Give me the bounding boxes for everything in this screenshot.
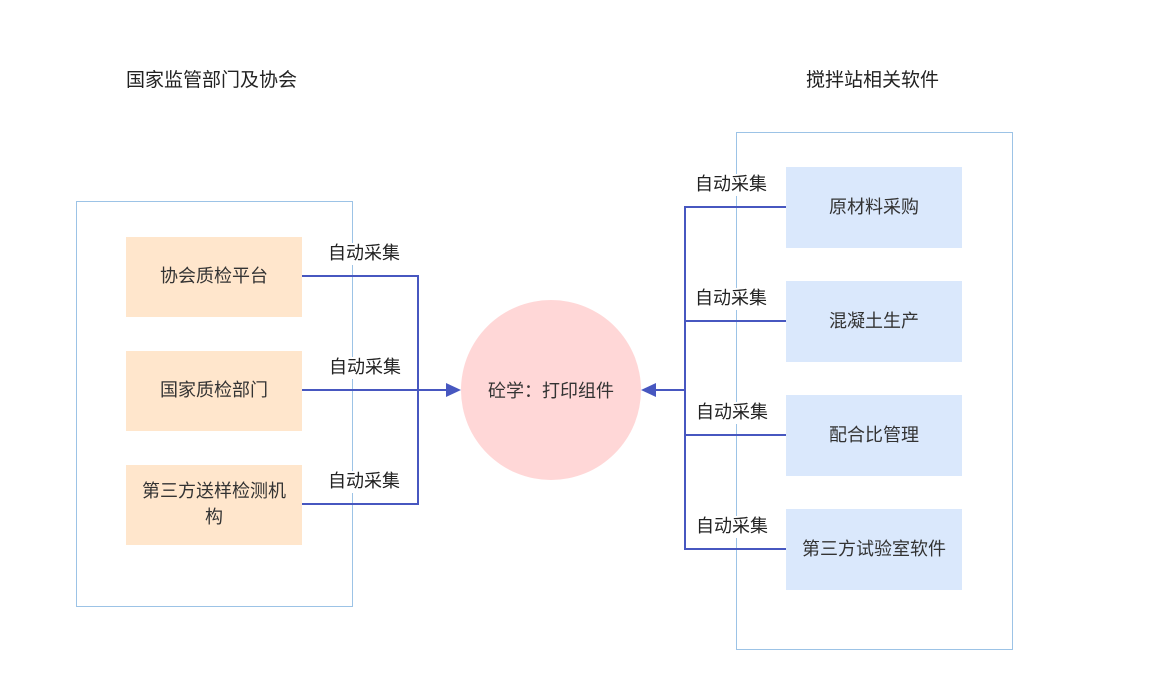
right-node-mix-management: 配合比管理 — [786, 395, 962, 476]
arrowhead-left — [446, 383, 461, 397]
edge-label-left-2: 自动采集 — [329, 357, 401, 379]
left-group-frame — [76, 201, 353, 607]
edge-label-right-3: 自动采集 — [696, 402, 768, 424]
edge-label-right-4: 自动采集 — [696, 516, 768, 538]
left-node-association-platform: 协会质检平台 — [126, 237, 302, 317]
connector-right-4 — [684, 390, 786, 550]
connector-left-1 — [302, 275, 419, 390]
edge-label-left-3: 自动采集 — [328, 471, 400, 493]
right-group-frame — [736, 132, 1013, 650]
connector-left-3 — [302, 390, 419, 505]
right-node-material-purchase: 原材料采购 — [786, 167, 962, 248]
center-print-component: 砼学：打印组件 — [461, 300, 641, 480]
center-label: 砼学：打印组件 — [488, 381, 614, 402]
left-node-third-party-lab: 第三方送样检测机构 — [126, 465, 302, 545]
edge-label-left-1: 自动采集 — [328, 243, 400, 265]
left-node-national-inspection: 国家质检部门 — [126, 351, 302, 431]
left-group-title: 国家监管部门及协会 — [126, 69, 298, 91]
right-group-title: 搅拌站相关软件 — [806, 69, 940, 91]
right-node-third-party-lab-software: 第三方试验室软件 — [786, 509, 962, 590]
right-node-concrete-production: 混凝土生产 — [786, 281, 962, 362]
edge-label-right-2: 自动采集 — [695, 288, 767, 310]
connector-right-1 — [684, 206, 786, 390]
arrowhead-right — [641, 383, 656, 397]
edge-label-right-1: 自动采集 — [695, 174, 767, 196]
